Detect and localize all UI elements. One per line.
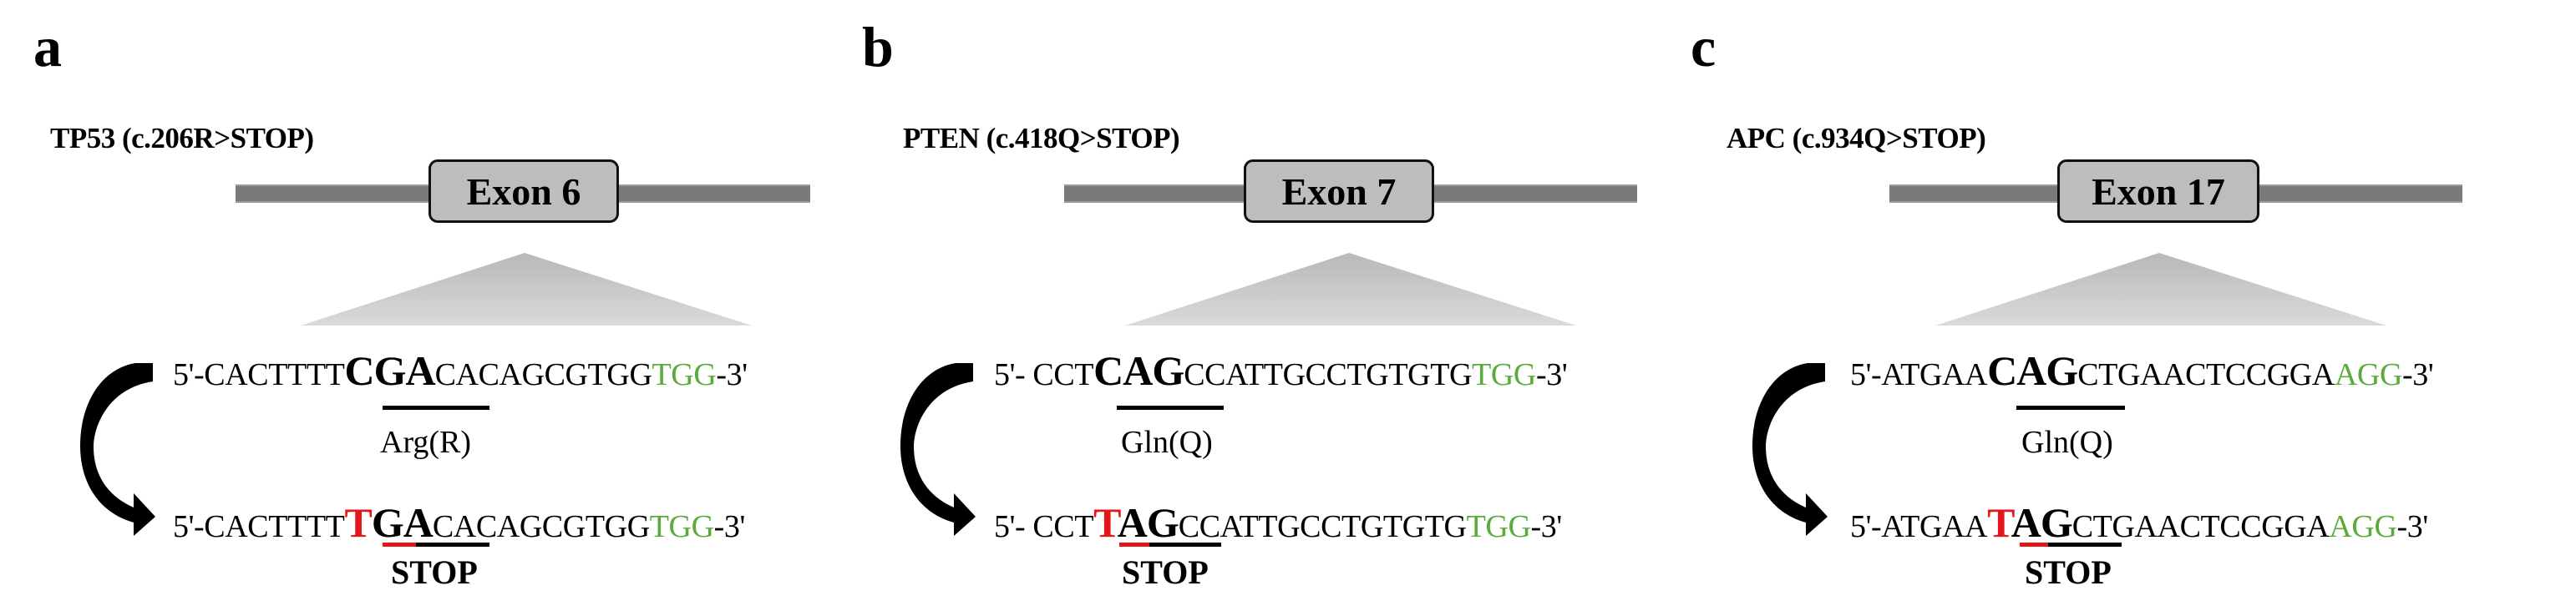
seq-suffix: CTGAACTCCGGA — [2071, 509, 2330, 544]
mutation-underline — [1119, 543, 1149, 547]
mutated-base: T — [344, 499, 372, 546]
exon-box: Exon 6 — [428, 159, 619, 223]
pam-site: AGG — [2329, 509, 2397, 544]
pam-site: AGG — [2334, 357, 2403, 392]
curved-arrow-icon — [1752, 363, 1828, 536]
seq-suffix: CCATTGCCTGTGTG — [1178, 509, 1467, 544]
seq-end: -3' — [1530, 509, 1563, 544]
mutant-sequence: 5'- CCTTAGCCATTGCCTGTGTGTGG-3' — [994, 502, 1563, 544]
wild-type-amino-acid: Gln(Q) — [2021, 425, 2113, 460]
mutant-amino-acid: STOP — [391, 553, 478, 591]
gene-title: TP53 (c.206R>STOP) — [50, 122, 314, 154]
stop-codon: TGA — [344, 499, 434, 546]
codon-underline — [383, 406, 489, 410]
pam-site: TGG — [1472, 357, 1536, 392]
exon-box: Exon 17 — [2057, 159, 2259, 223]
seq-end: -3' — [716, 357, 748, 392]
curved-arrow-icon — [900, 363, 976, 536]
target-codon: CGA — [344, 347, 435, 394]
panel-b: b PTEN (c.418Q>STOP) Exon 7 5'- CCTCAGCC… — [829, 0, 1664, 611]
mutated-base: T — [1093, 499, 1118, 546]
codon-rest: AG — [2011, 499, 2073, 546]
seq-end: -3' — [2402, 357, 2434, 392]
mutation-underline — [2020, 543, 2048, 547]
panel-c: c APC (c.934Q>STOP) Exon 17 5'-ATGAACAGC… — [1657, 0, 2576, 611]
panel-letter: c — [1691, 15, 1716, 78]
codon-rest: GA — [371, 499, 434, 546]
seq-end: -3' — [1535, 357, 1568, 392]
codon-underline — [2016, 406, 2125, 410]
stop-codon: TAG — [1093, 499, 1179, 546]
seq-prefix: 5'-CACTTTT — [173, 509, 345, 544]
mutated-base: T — [1987, 499, 2012, 546]
codon-underline — [1117, 406, 1224, 410]
zoom-triangle-icon — [1935, 253, 2386, 326]
panel-letter: a — [33, 15, 62, 78]
codon-underline — [2020, 543, 2122, 547]
target-codon: CAG — [1987, 347, 2078, 394]
seq-suffix: CACAGCGTGG — [434, 357, 652, 392]
exon-label: Exon 6 — [466, 169, 581, 213]
mutation-underline — [383, 543, 416, 547]
zoom-triangle-icon — [301, 253, 752, 326]
codon-underline — [1119, 543, 1221, 547]
wild-type-sequence: 5'-ATGAACAGCTGAACTCCGGAAGG-3' — [1850, 350, 2434, 392]
exon-label: Exon 17 — [2092, 169, 2225, 213]
wild-type-amino-acid: Gln(Q) — [1121, 425, 1213, 460]
seq-suffix: CACAGCGTGG — [432, 509, 650, 544]
mutant-amino-acid: STOP — [1122, 553, 1209, 591]
wild-type-amino-acid: Arg(R) — [380, 425, 472, 460]
seq-end: -3' — [713, 509, 746, 544]
zoom-triangle-icon — [1125, 253, 1576, 326]
exon-label: Exon 7 — [1281, 169, 1397, 213]
target-codon: CAG — [1093, 347, 1184, 394]
gene-title: PTEN (c.418Q>STOP) — [903, 122, 1180, 154]
codon-underline — [383, 543, 489, 547]
seq-suffix: CCATTGCCTGTGTG — [1184, 357, 1473, 392]
exon-box: Exon 7 — [1244, 159, 1434, 223]
wild-type-sequence: 5'- CCTCAGCCATTGCCTGTGTGTGG-3' — [994, 350, 1568, 392]
pam-site: TGG — [652, 357, 717, 392]
seq-prefix: 5'- CCT — [994, 509, 1094, 544]
wild-type-sequence: 5'-CACTTTTCGACACAGCGTGGTGG-3' — [173, 350, 748, 392]
mutant-sequence: 5'-CACTTTTTGACACAGCGTGGTGG-3' — [173, 502, 746, 544]
pam-site: TGG — [649, 509, 714, 544]
panel-letter: b — [862, 15, 894, 78]
seq-prefix: 5'-ATGAA — [1850, 509, 1988, 544]
seq-prefix: 5'- CCT — [994, 357, 1094, 392]
seq-prefix: 5'-CACTTTT — [173, 357, 345, 392]
stop-codon: TAG — [1987, 499, 2073, 546]
mutant-sequence: 5'-ATGAATAGCTGAACTCCGGAAGG-3' — [1850, 502, 2429, 544]
gene-title: APC (c.934Q>STOP) — [1727, 122, 1986, 154]
seq-prefix: 5'-ATGAA — [1850, 357, 1988, 392]
seq-suffix: CTGAACTCCGGA — [2077, 357, 2335, 392]
mutant-amino-acid: STOP — [2025, 553, 2112, 591]
codon-rest: AG — [1117, 499, 1179, 546]
curved-arrow-icon — [80, 363, 155, 536]
seq-end: -3' — [2396, 509, 2429, 544]
pam-site: TGG — [1466, 509, 1531, 544]
panel-a: a TP53 (c.206R>STOP) Exon 6 5'-CACTTTTCG… — [0, 0, 835, 611]
